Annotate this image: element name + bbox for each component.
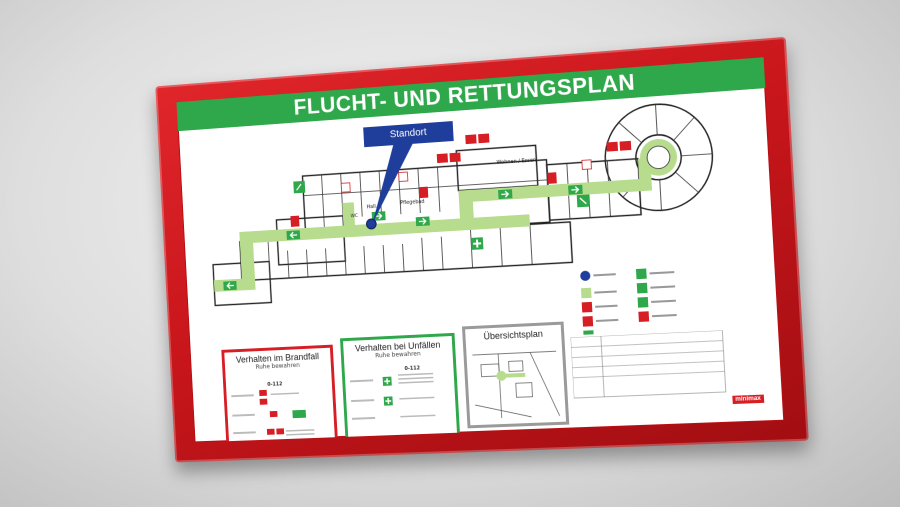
- fire-procedure-panel: Verhalten im Brandfall Ruhe bewahren 0-1…: [221, 344, 339, 443]
- evacuation-poster: FLUCHT- UND RETTUNGSPLAN: [176, 57, 785, 443]
- fire-equipment-signs: [290, 133, 632, 227]
- room-label-wohnen: Wohnen / Essen: [496, 157, 536, 166]
- exit-arrows: [223, 180, 590, 290]
- fire-steps: [231, 389, 315, 436]
- overview-plan-panel: Übersichtsplan: [461, 321, 570, 429]
- escape-routes: [213, 137, 679, 292]
- location-marker-dot: [366, 219, 376, 229]
- room-label-pflegebad: Pflegebad: [400, 199, 425, 207]
- accident-steps: [349, 372, 436, 420]
- floor-plan: Wohnen / Essen Pflegebad Hall WC: [178, 88, 779, 341]
- info-table: [570, 330, 728, 408]
- accident-procedure-panel: Verhalten bei Unfällen Ruhe bewahren 0-1…: [339, 332, 461, 443]
- room-label-hall: Hall: [366, 204, 376, 211]
- evacuation-plan-frame: FLUCHT- UND RETTUNGSPLAN: [155, 36, 809, 463]
- no-entry-marks: [341, 160, 592, 192]
- overview-panel-title: Übersichtsplan: [483, 328, 544, 342]
- legend: [579, 268, 677, 341]
- room-label-wc: WC: [350, 213, 358, 220]
- brand-logo: minimax: [731, 394, 765, 405]
- first-aid-sign: [470, 236, 483, 250]
- overview-map: [468, 341, 564, 423]
- room-partitions: [265, 156, 613, 279]
